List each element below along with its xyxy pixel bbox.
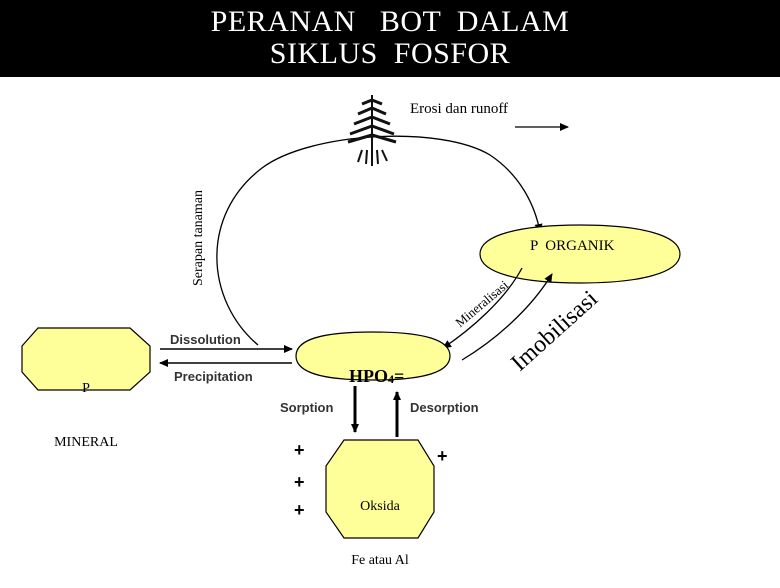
dissolution-label: Dissolution xyxy=(170,332,241,347)
precipitation-label: Precipitation xyxy=(174,369,253,384)
p-mineral-label: P MINERAL xyxy=(22,344,150,470)
hpo4-label: HPO4= xyxy=(340,345,404,387)
erosion-label: Erosi dan runoff xyxy=(410,101,508,118)
oxide-line-1: Oksida xyxy=(326,498,434,516)
p-mineral-line-1: P xyxy=(22,380,150,398)
plant-uptake-label: Serapan tanaman xyxy=(191,163,207,313)
p-organik-label: P ORGANIK xyxy=(530,238,614,255)
hpo4-charge: = xyxy=(394,366,404,386)
oxide-line-2: Fe atau Al xyxy=(326,552,434,570)
hpo4-main: HPO xyxy=(349,366,388,386)
desorption-label: Desorption xyxy=(410,400,479,415)
plus-sign-4: + xyxy=(294,500,305,521)
plus-sign-1: + xyxy=(294,440,305,461)
plus-sign-2: + xyxy=(437,446,448,467)
sorption-label: Sorption xyxy=(280,400,333,415)
plus-sign-3: + xyxy=(294,472,305,493)
oxide-label: Oksida Fe atau Al xyxy=(326,462,434,588)
p-mineral-line-2: MINERAL xyxy=(22,434,150,452)
plant-icon xyxy=(348,95,396,166)
